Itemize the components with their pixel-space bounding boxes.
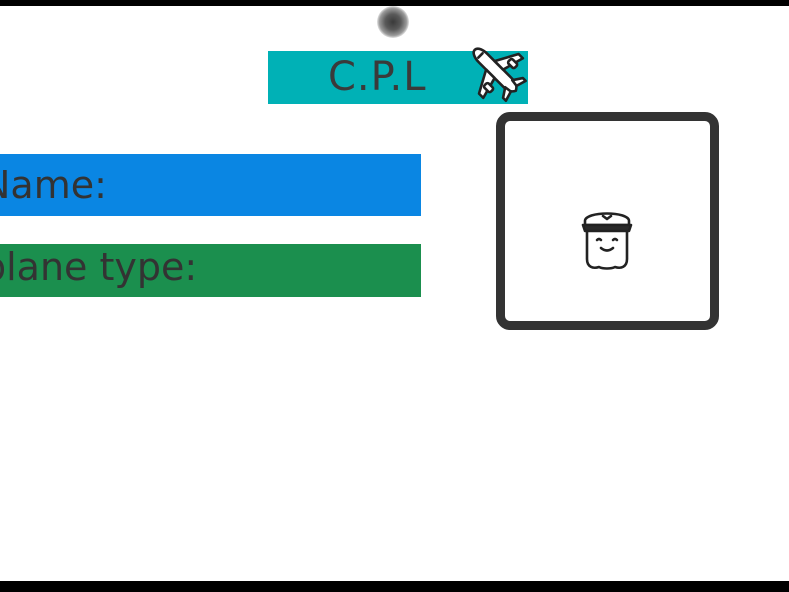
airplane-icon [472, 47, 527, 102]
title-banner: C.P.L [268, 47, 528, 104]
top-letterbox-bar [0, 0, 789, 6]
cursor-indicator-icon [377, 6, 409, 38]
pilot-avatar-icon [581, 212, 633, 270]
name-field-label: Name: [0, 163, 107, 207]
name-field[interactable]: Name: [0, 154, 421, 216]
photo-frame [496, 112, 719, 330]
plane-type-field-label: plane type: [0, 245, 198, 289]
page-title: C.P.L [328, 54, 427, 100]
plane-type-field[interactable]: plane type: [0, 244, 421, 297]
bottom-letterbox-bar [0, 581, 789, 592]
